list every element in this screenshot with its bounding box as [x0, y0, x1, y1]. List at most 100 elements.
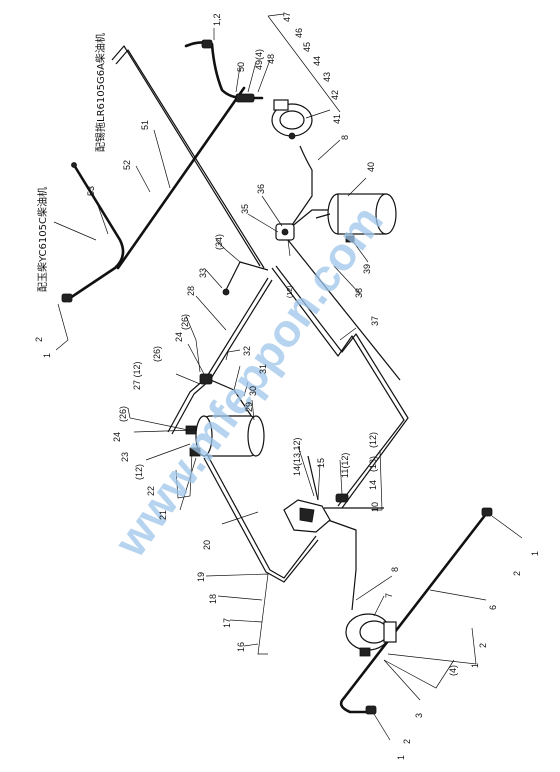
- brake-valve: [283, 493, 349, 533]
- connector-48: [235, 93, 255, 103]
- label: 36: [256, 184, 266, 194]
- label: 14(13,12): [292, 437, 302, 476]
- label: 3: [414, 713, 424, 718]
- label: 40: [366, 162, 376, 172]
- air-tank: [315, 193, 397, 243]
- label: 15: [316, 458, 326, 468]
- label: (12): [134, 464, 144, 480]
- actuator-bottom: [345, 613, 397, 657]
- label: 48: [266, 54, 276, 64]
- connector-right: [481, 507, 493, 517]
- tube-20: [203, 457, 319, 583]
- watermark: www.mfeppon.com: [103, 196, 393, 567]
- label: 2: [478, 643, 488, 648]
- tube-36: [289, 209, 328, 229]
- label: 52: [122, 160, 132, 170]
- label: 29: [244, 402, 254, 412]
- label: 11(12): [340, 453, 350, 478]
- junction-valve: [275, 223, 295, 241]
- tube-28: [167, 277, 269, 433]
- label: 35: [240, 204, 250, 214]
- label: 45: [302, 42, 312, 52]
- label: 31: [258, 364, 268, 374]
- label: 1,2: [212, 13, 222, 26]
- connector-left: [61, 293, 73, 303]
- label: 16: [236, 642, 246, 652]
- label: 53: [86, 186, 96, 196]
- tube-20b: [207, 455, 317, 579]
- tube-28b: [171, 279, 273, 435]
- label: 41: [332, 114, 342, 124]
- label: 2: [34, 337, 44, 342]
- leader-lines: [53, 13, 523, 741]
- tube-8-bottom: [327, 519, 357, 611]
- label: 17: [222, 618, 232, 628]
- label: 51: [140, 120, 150, 130]
- tube-37: [271, 267, 405, 507]
- label: 14: [368, 480, 378, 490]
- label: 50: [236, 62, 246, 72]
- label: 1: [42, 353, 52, 358]
- label: 39: [362, 264, 372, 274]
- tube-33: [225, 261, 269, 291]
- tube-38: [287, 239, 401, 381]
- label: 1: [396, 755, 406, 760]
- label: 42: [330, 90, 340, 100]
- label: 8: [340, 135, 350, 140]
- label: 21: [158, 510, 168, 520]
- label: 49(4): [254, 49, 264, 70]
- tube-8-top: [289, 145, 313, 229]
- label: 2: [512, 571, 522, 576]
- label: 1: [530, 551, 540, 556]
- annotation-xichai-engine: 配锡拖LR6105G6A柴油机: [94, 33, 107, 152]
- label: (12): [287, 286, 294, 298]
- label: 27 (12): [132, 361, 142, 390]
- label: (26): [118, 406, 128, 422]
- tube-top-long: [111, 45, 261, 267]
- connector-top: [201, 39, 213, 49]
- label: 32: [242, 346, 252, 356]
- tube-14: [307, 455, 319, 501]
- pipe-52: [116, 86, 246, 270]
- pipe-50: [184, 41, 264, 100]
- label: 6: [488, 605, 498, 610]
- label: (26): [180, 314, 190, 330]
- connector-33: [222, 288, 230, 296]
- part-labels: 1,2 47 46 45 44 43 42 50 49(4) 48 41 51 …: [34, 12, 540, 760]
- pipe-3: [339, 696, 374, 714]
- label: 37: [370, 316, 380, 326]
- tube-top-long-2: [115, 49, 265, 269]
- label: (26): [152, 346, 162, 362]
- label: 10: [370, 502, 380, 512]
- pipe-end-53: [71, 162, 77, 168]
- tube-37b: [275, 265, 409, 509]
- label: (4): [448, 665, 458, 676]
- label: 7: [384, 593, 394, 598]
- label: 22: [146, 486, 156, 496]
- label: (12): [368, 432, 378, 448]
- label: 24: [112, 432, 122, 442]
- label: 33: [198, 268, 208, 278]
- annotation-yuchai-engine: 配玉柴YC6105C柴油机: [36, 187, 49, 292]
- label: 1: [470, 663, 480, 668]
- label: 24: [174, 332, 184, 342]
- label: 47: [282, 12, 292, 22]
- pipe-53: [68, 163, 125, 300]
- label: (13): [368, 456, 378, 472]
- label: 30: [248, 386, 258, 396]
- label: 46: [294, 28, 304, 38]
- connector-bottom: [365, 705, 377, 715]
- connector-27: [199, 373, 213, 385]
- label: 38: [354, 288, 364, 298]
- label: 2: [402, 739, 412, 744]
- actuator-top: [271, 99, 313, 140]
- label: 20: [202, 540, 212, 550]
- label: 23: [120, 452, 130, 462]
- label: 8: [390, 567, 400, 572]
- label: 43: [322, 72, 332, 82]
- label: 18: [208, 594, 218, 604]
- label: 44: [312, 56, 322, 66]
- label: 19: [196, 572, 206, 582]
- pipe-6: [342, 512, 488, 700]
